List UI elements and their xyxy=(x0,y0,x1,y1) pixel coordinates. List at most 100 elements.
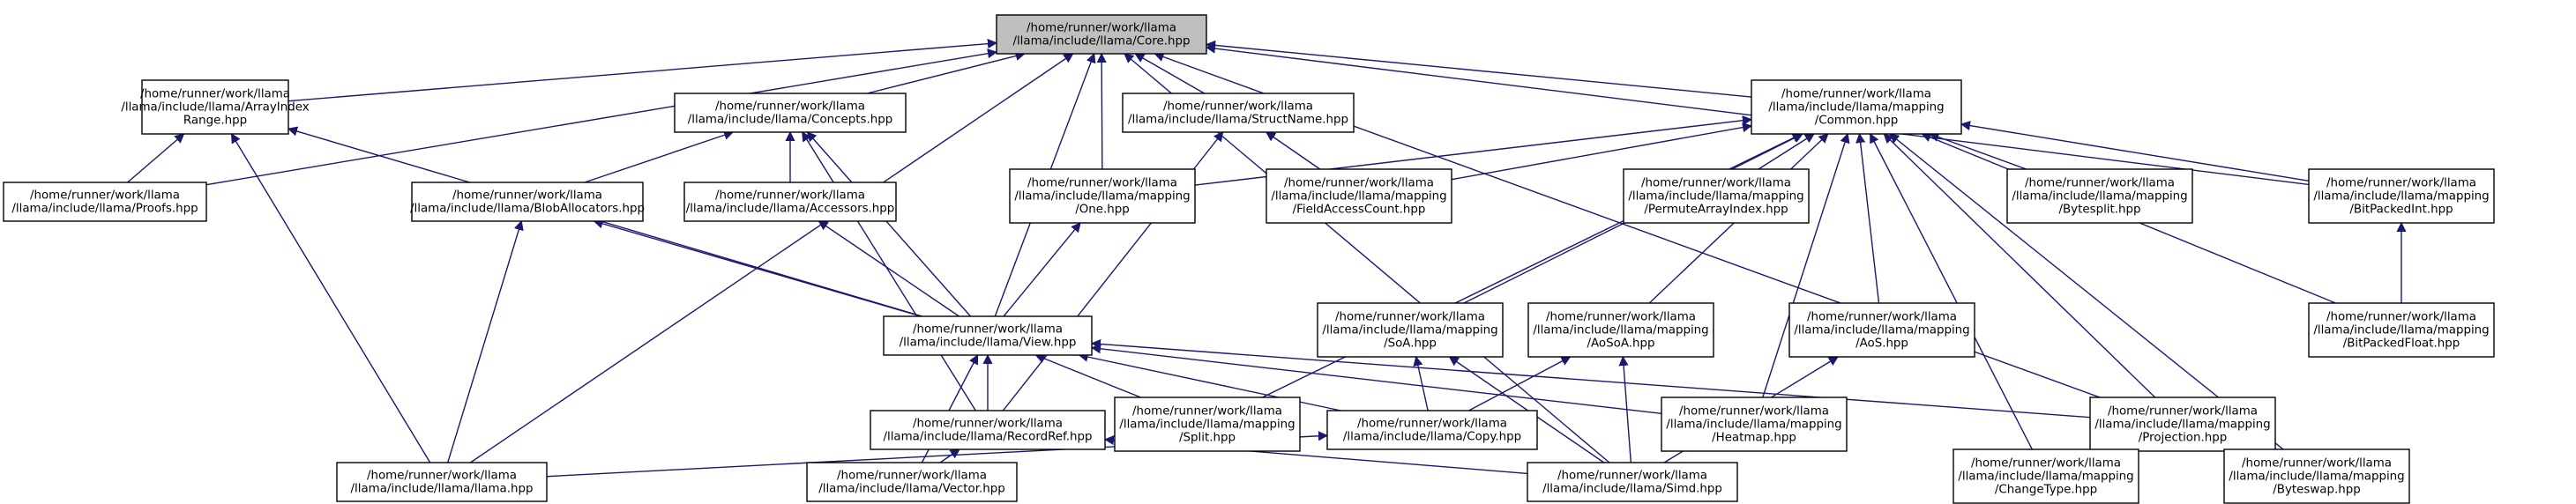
node-label-line: /home/runner/work/llama xyxy=(2025,177,2175,190)
node-box xyxy=(141,79,289,135)
node-label-line: /llama/include/llama/Proofs.hpp xyxy=(11,203,198,216)
node-label-line: /home/runner/work/llama xyxy=(1163,100,1313,114)
node-label-line: /llama/include/llama/mapping xyxy=(1533,324,1708,337)
node-label-line: /llama/include/llama/Vector.hpp xyxy=(818,483,1005,496)
node-label-line: /llama/include/llama/StructName.hpp xyxy=(1128,114,1348,127)
node-box xyxy=(674,93,907,133)
node-byteswap[interactable]: /home/runner/work/llama/llama/include/ll… xyxy=(2223,448,2410,504)
node-label-line: /home/runner/work/llama xyxy=(367,470,517,483)
node-label-line: /llama/include/llama/mapping xyxy=(2313,190,2489,204)
node-label-line: /llama/include/llama/Copy.hpp xyxy=(1343,431,1521,444)
edge-bytesplit-to-common xyxy=(1930,134,2027,170)
node-fieldaccess[interactable]: /home/runner/work/llama/llama/include/ll… xyxy=(1266,168,1452,224)
node-label-line: /home/runner/work/llama xyxy=(1357,418,1507,431)
node-accessors[interactable]: /home/runner/work/llama/llama/include/ll… xyxy=(683,182,897,222)
node-concepts[interactable]: /home/runner/work/llama/llama/include/ll… xyxy=(674,93,907,133)
node-simd[interactable]: /home/runner/work/llama/llama/include/ll… xyxy=(1527,462,1738,502)
node-label-line: /home/runner/work/llama xyxy=(1641,177,1791,190)
node-permute[interactable]: /home/runner/work/llama/llama/include/ll… xyxy=(1623,168,1810,224)
edge-view-to-arrayindexrange xyxy=(288,129,922,317)
node-projection[interactable]: /home/runner/work/llama/llama/include/ll… xyxy=(2089,397,2276,452)
node-vector[interactable]: /home/runner/work/llama/llama/include/ll… xyxy=(806,462,1018,502)
node-label-line: /home/runner/work/llama xyxy=(2326,311,2476,324)
node-label-line: /home/runner/work/llama xyxy=(1971,457,2121,471)
node-arrayindexrange[interactable]: /home/runner/work/llama/llama/include/ll… xyxy=(121,79,310,135)
node-label-line: /llama/include/llama/mapping xyxy=(1768,101,1944,115)
node-changetype[interactable]: /home/runner/work/llama/llama/include/ll… xyxy=(1953,448,2139,504)
edge-proofs-to-arrayindexrange xyxy=(127,134,184,183)
edge-proofs-to-core xyxy=(205,52,997,186)
node-heatmap[interactable]: /home/runner/work/llama/llama/include/ll… xyxy=(1661,397,1848,452)
edge-arrayindexrange-to-core xyxy=(287,43,997,102)
node-label-line: /llama/include/llama/mapping xyxy=(2094,419,2270,432)
node-copy[interactable]: /home/runner/work/llama/llama/include/ll… xyxy=(1326,410,1538,450)
node-label-line: /SoA.hpp xyxy=(1384,337,1437,351)
node-aosoa[interactable]: /home/runner/work/llama/llama/include/ll… xyxy=(1527,302,1714,358)
node-bitpackedint[interactable]: /home/runner/work/llama/llama/include/ll… xyxy=(2308,168,2495,224)
node-box xyxy=(1751,79,1962,135)
node-label-line: /home/runner/work/llama xyxy=(1027,177,1177,190)
node-label-line: /Split.hpp xyxy=(1179,432,1236,445)
node-box xyxy=(1009,168,1196,224)
node-label-line: /home/runner/work/llama xyxy=(1335,311,1485,324)
edge-aos-to-common xyxy=(1859,134,1880,304)
node-structname[interactable]: /home/runner/work/llama/llama/include/ll… xyxy=(1122,93,1355,133)
node-one[interactable]: /home/runner/work/llama/llama/include/ll… xyxy=(1009,168,1196,224)
node-box xyxy=(2308,168,2495,224)
edge-bitpackedint-to-common xyxy=(1961,124,2310,182)
node-proofs[interactable]: /home/runner/work/llama/llama/include/ll… xyxy=(3,182,207,222)
node-label-line: /home/runner/work/llama xyxy=(913,323,1063,337)
node-label-line: /llama/include/llama/mapping xyxy=(2229,471,2404,484)
node-label-line: /Bytesplit.hpp xyxy=(2058,204,2140,217)
edge-vector-to-recordref xyxy=(939,449,959,463)
edge-simd-to-soa xyxy=(1450,357,1605,463)
node-aos[interactable]: /home/runner/work/llama/llama/include/ll… xyxy=(1788,302,1975,358)
node-label-line: /home/runner/work/llama xyxy=(837,470,987,483)
node-box xyxy=(1326,410,1538,450)
node-split[interactable]: /home/runner/work/llama/llama/include/ll… xyxy=(1114,397,1301,452)
node-llama[interactable]: /home/runner/work/llama/llama/include/ll… xyxy=(336,462,548,502)
node-label-line: /llama/include/llama/mapping xyxy=(1666,419,1841,432)
node-label-line: /Common.hpp xyxy=(1815,115,1899,128)
edge-simd-to-aosoa xyxy=(1623,357,1632,463)
node-label-line: Range.hpp xyxy=(183,115,247,128)
edge-heatmap-to-common xyxy=(1762,134,1848,398)
edge-view-to-concepts xyxy=(807,132,972,317)
node-box xyxy=(683,182,897,222)
node-label-line: /llama/include/llama/View.hpp xyxy=(900,337,1077,350)
node-label-line: /BitPackedInt.hpp xyxy=(2349,204,2453,217)
edge-llama-to-blob xyxy=(447,221,522,463)
node-box xyxy=(1114,397,1301,452)
node-label-line: /home/runner/work/llama xyxy=(140,88,290,101)
node-common[interactable]: /home/runner/work/llama/llama/include/ll… xyxy=(1751,79,1962,135)
node-box xyxy=(3,182,207,222)
node-label-line: /home/runner/work/llama xyxy=(715,100,865,114)
edge-concepts-to-core xyxy=(867,54,1024,94)
node-label-line: /home/runner/work/llama xyxy=(452,189,602,203)
node-label-line: /llama/include/llama/mapping xyxy=(1271,190,1446,204)
node-label-line: /home/runner/work/llama xyxy=(1807,311,1957,324)
node-soa[interactable]: /home/runner/work/llama/llama/include/ll… xyxy=(1317,302,1504,358)
node-bytesplit[interactable]: /home/runner/work/llama/llama/include/ll… xyxy=(2006,168,2193,224)
node-label-line: /home/runner/work/llama xyxy=(1781,88,1931,101)
node-label-line: /home/runner/work/llama xyxy=(2326,177,2476,190)
node-label-line: /home/runner/work/llama xyxy=(715,189,865,203)
node-label-line: /llama/include/llama/mapping xyxy=(2012,190,2187,204)
node-box xyxy=(1953,448,2139,504)
node-box xyxy=(1527,462,1738,502)
node-box xyxy=(870,410,1106,450)
node-box xyxy=(996,14,1207,55)
node-label-line: /Heatmap.hpp xyxy=(1712,432,1796,445)
edge-copy-to-aosoa xyxy=(1468,356,1570,411)
node-box xyxy=(336,462,548,502)
node-recordref[interactable]: /home/runner/work/llama/llama/include/ll… xyxy=(870,410,1106,450)
node-bitpackedfloat[interactable]: /home/runner/work/llama/llama/include/ll… xyxy=(2308,302,2495,358)
node-label-line: /llama/include/llama/mapping xyxy=(2313,324,2489,337)
node-blob[interactable]: /home/runner/work/llama/llama/include/ll… xyxy=(410,182,645,222)
node-label-line: /llama/include/llama/mapping xyxy=(1322,324,1497,337)
edge-view-to-one xyxy=(1003,223,1080,317)
edge-permute-to-common xyxy=(1758,134,1814,170)
node-box xyxy=(883,315,1093,356)
edge-llama-to-core xyxy=(470,54,1072,463)
node-view[interactable]: /home/runner/work/llama/llama/include/ll… xyxy=(883,315,1093,356)
